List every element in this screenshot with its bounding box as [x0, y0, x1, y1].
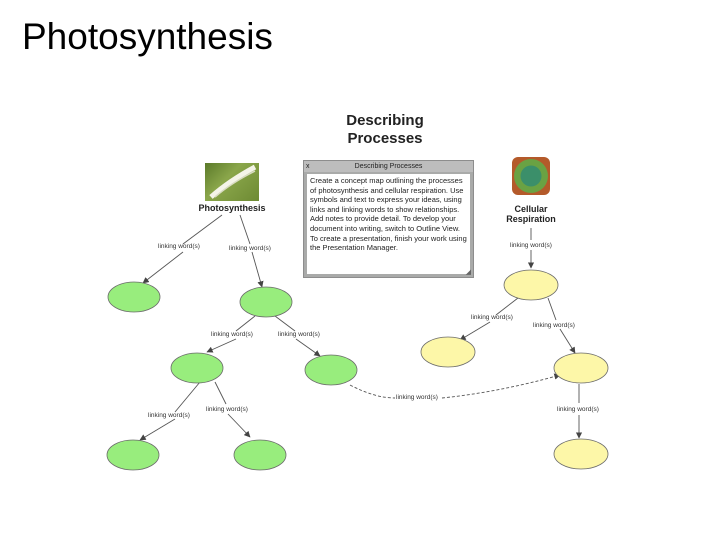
- link-line: [559, 328, 576, 354]
- linking-word-label[interactable]: linking word(s): [533, 322, 575, 329]
- green-node: [106, 439, 160, 471]
- green-node: [233, 439, 287, 471]
- link-line: [295, 338, 321, 357]
- close-icon[interactable]: x: [306, 163, 310, 170]
- note-title-bar[interactable]: x Describing Processes: [304, 161, 473, 172]
- link-line: [142, 251, 184, 284]
- linking-word-label[interactable]: linking word(s): [148, 412, 190, 419]
- link-line: [251, 251, 264, 288]
- leaf-image: [205, 163, 259, 201]
- link-line: [459, 321, 491, 341]
- link-line: [239, 214, 251, 245]
- note-window[interactable]: x Describing Processes Create a concept …: [303, 160, 474, 278]
- yellow-node: [503, 269, 559, 301]
- linking-word-label[interactable]: linking word(s): [510, 242, 552, 249]
- link-line: [182, 214, 223, 245]
- resize-grip-icon[interactable]: ◢: [465, 269, 471, 276]
- green-node: [107, 281, 161, 313]
- linking-word-label[interactable]: linking word(s): [471, 314, 513, 321]
- link-line: [227, 413, 251, 438]
- link-line: [547, 297, 557, 321]
- link-line: [206, 338, 237, 353]
- green-node: [304, 354, 358, 386]
- linking-word-label[interactable]: linking word(s): [557, 406, 599, 413]
- cross-link: [441, 373, 561, 399]
- cell-image: [512, 157, 550, 195]
- linking-word-label[interactable]: linking word(s): [278, 331, 320, 338]
- link-line: [139, 418, 176, 441]
- link-line: [235, 315, 256, 332]
- yellow-node: [420, 336, 476, 368]
- green-node: [239, 286, 293, 318]
- note-title: Describing Processes: [354, 163, 423, 170]
- linking-word-label[interactable]: linking word(s): [229, 245, 271, 252]
- diagram-heading: Describing Processes: [346, 112, 424, 147]
- linking-word-label[interactable]: linking word(s): [211, 331, 253, 338]
- node-photosynthesis[interactable]: Photosynthesis: [198, 203, 266, 213]
- leaf-icon: [209, 164, 257, 199]
- cross-link: [349, 384, 396, 399]
- yellow-node: [553, 438, 609, 470]
- linking-word-label[interactable]: linking word(s): [206, 406, 248, 413]
- slide-title: Photosynthesis: [22, 16, 273, 57]
- linking-word-label[interactable]: linking word(s): [396, 394, 438, 401]
- node-cellular-respiration[interactable]: Cellular Respiration: [506, 204, 556, 224]
- linking-word-label[interactable]: linking word(s): [158, 243, 200, 250]
- link-line: [214, 381, 227, 405]
- link-line: [274, 315, 296, 332]
- note-body[interactable]: Create a concept map outlining the proce…: [307, 174, 470, 274]
- link-line: [174, 381, 201, 413]
- yellow-node: [553, 352, 609, 384]
- link-line: [495, 297, 519, 316]
- green-node: [170, 352, 224, 384]
